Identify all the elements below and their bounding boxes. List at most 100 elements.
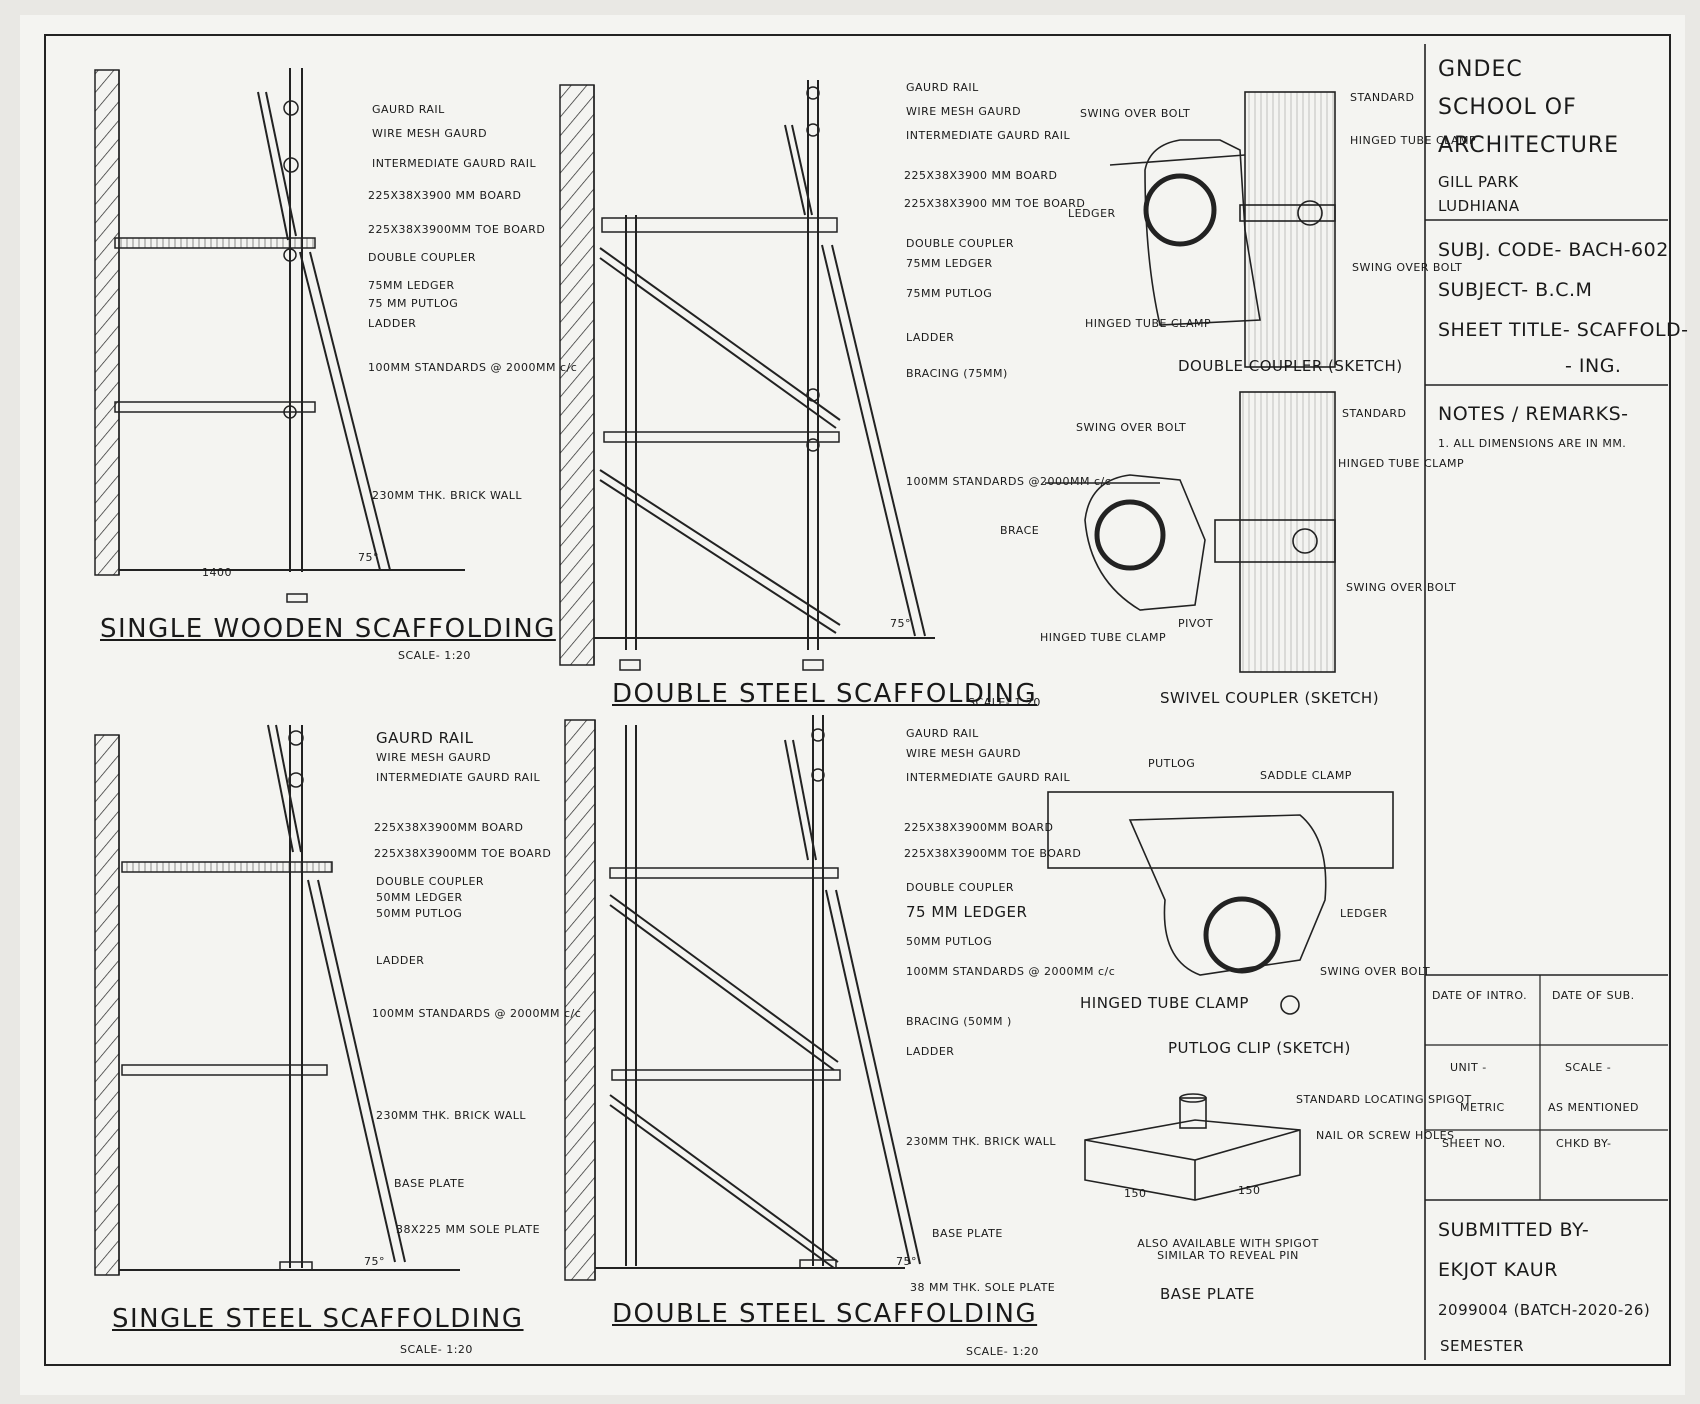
label-standards: 100MM STANDARDS @ 2000MM c/c [372, 1007, 582, 1020]
dim-150-a: 150 [1124, 1187, 1147, 1200]
date-sub: DATE OF SUB. [1552, 989, 1635, 1002]
semester: SEMESTER [1440, 1337, 1525, 1355]
label-double-coupler: DOUBLE COUPLER [368, 251, 477, 264]
title-single-wooden: SINGLE WOODEN SCAFFOLDING [100, 614, 556, 644]
subject: SUBJECT- B.C.M [1438, 279, 1593, 301]
label-bracing: BRACING (75MM) [906, 367, 1008, 380]
label-standards: 100MM STANDARDS @ 2000MM c/c [368, 361, 578, 374]
label-guard-rail: GAURD RAIL [376, 729, 474, 747]
label-base-plate: BASE PLATE [932, 1227, 1003, 1240]
title-swivel-coupler: SWIVEL COUPLER (SKETCH) [1160, 689, 1380, 707]
label-nail-holes: NAIL OR SCREW HOLES [1316, 1129, 1455, 1142]
title-double-steel-bottom: DOUBLE STEEL SCAFFOLDING [612, 1299, 1038, 1329]
label-ladder: LADDER [906, 331, 955, 344]
label-toe-board: 225X38X3900MM TOE BOARD [368, 223, 546, 236]
label-wire-mesh: WIRE MESH GAURD [372, 127, 488, 140]
double-steel-scaffolding-bottom-drawing [564, 715, 921, 1281]
putlog-clip-sketch [1047, 791, 1394, 1015]
label-putlog: 75MM PUTLOG [906, 287, 993, 300]
label-bracing: BRACING (50MM ) [906, 1015, 1012, 1028]
dim-150-b: 150 [1238, 1184, 1261, 1197]
label-brick-wall: 230MM THK. BRICK WALL [372, 489, 523, 502]
label-hinged-tube-clamp-2: HINGED TUBE CLAMP [1040, 631, 1167, 644]
note-1: 1. ALL DIMENSIONS ARE IN MM. [1438, 437, 1627, 450]
label-intermediate-rail: INTERMEDIATE GAURD RAIL [372, 157, 537, 170]
label-ledger: 50MM LEDGER [376, 891, 463, 904]
label-board: 225X38X3900 MM BOARD [368, 189, 522, 202]
unit-value: METRIC [1460, 1101, 1505, 1114]
label-swing-over-bolt-2: SWING OVER BOLT [1346, 581, 1457, 594]
label-putlog: 50MM PUTLOG [906, 935, 993, 948]
label-toe-board: 225X38X3900 MM TOE BOARD [904, 197, 1086, 210]
label-locating-spigot: STANDARD LOCATING SPIGOT [1296, 1093, 1472, 1106]
address-line-1: GILL PARK [1438, 173, 1519, 191]
label-guard-rail: GAURD RAIL [372, 103, 445, 116]
label-hinged-tube-clamp: HINGED TUBE CLAMP [1338, 457, 1465, 470]
angle-75: 75° [364, 1255, 385, 1268]
label-ledger: LEDGER [1068, 207, 1116, 220]
label-putlog: 50MM PUTLOG [376, 907, 463, 920]
label-board: 225X38X3900MM BOARD [374, 821, 524, 834]
label-wire-mesh: WIRE MESH GAURD [906, 105, 1022, 118]
scale-double-steel-bottom: SCALE- 1:20 [966, 1345, 1039, 1358]
label-ledger: 75MM LEDGER [368, 279, 455, 292]
title-double-coupler: DOUBLE COUPLER (SKETCH) [1178, 357, 1403, 375]
label-wire-mesh: WIRE MESH GAURD [376, 751, 492, 764]
institute-name: GNDEC [1438, 57, 1523, 82]
label-double-coupler: DOUBLE COUPLER [906, 237, 1015, 250]
label-double-coupler: DOUBLE COUPLER [906, 881, 1015, 894]
sheet-no: SHEET NO. [1442, 1137, 1506, 1150]
date-intro: DATE OF INTRO. [1432, 989, 1528, 1002]
label-hinged-tube-clamp: HINGED TUBE CLAMP [1080, 994, 1249, 1012]
double-coupler-sketch [1109, 91, 1336, 368]
sheet-title: SHEET TITLE- SCAFFOLD- [1438, 319, 1689, 341]
subject-code: SUBJ. CODE- BACH-602 [1438, 239, 1669, 261]
label-hinged-tube-clamp-2: HINGED TUBE CLAMP [1085, 317, 1212, 330]
base-plate-sketch [1084, 1093, 1301, 1201]
single-wooden-scaffolding-drawing [94, 68, 465, 603]
label-brick-wall: 230MM THK. BRICK WALL [376, 1109, 527, 1122]
scale-single-steel: SCALE- 1:20 [400, 1343, 473, 1356]
title-double-steel-top: DOUBLE STEEL SCAFFOLDING [612, 679, 1038, 709]
label-standard: STANDARD [1342, 407, 1407, 420]
swivel-coupler-sketch [1045, 391, 1336, 673]
sheet-title-2: - ING. [1565, 355, 1622, 377]
label-board: 225X38X3900MM BOARD [904, 821, 1054, 834]
dim-1400: 1400 [202, 566, 232, 579]
label-swing-over-bolt: SWING OVER BOLT [1076, 421, 1187, 434]
label-swing-over-bolt: SWING OVER BOLT [1320, 965, 1431, 978]
single-steel-scaffolding-drawing [94, 724, 460, 1276]
label-putlog: 75 MM PUTLOG [368, 297, 459, 310]
label-sole-plate: 38 MM THK. SOLE PLATE [910, 1281, 1056, 1294]
label-base-plate: BASE PLATE [394, 1177, 465, 1190]
label-putlog: PUTLOG [1148, 757, 1196, 770]
school-name: SCHOOL OF [1438, 95, 1577, 120]
angle-75: 75° [890, 617, 911, 630]
unit-label: UNIT - [1450, 1061, 1487, 1074]
title-putlog-clip: PUTLOG CLIP (SKETCH) [1168, 1039, 1351, 1057]
label-ledger: 75MM LEDGER [906, 257, 993, 270]
notes-title: NOTES / REMARKS- [1438, 403, 1629, 425]
label-ledger: LEDGER [1340, 907, 1388, 920]
label-wire-mesh: WIRE MESH GAURD [906, 747, 1022, 760]
scale-single-wooden: SCALE- 1:20 [398, 649, 471, 662]
label-standard: STANDARD [1350, 91, 1415, 104]
label-intermediate-rail: INTERMEDIATE GAURD RAIL [906, 129, 1071, 142]
double-steel-scaffolding-top-drawing [559, 80, 935, 671]
base-plate-note: ALSO AVAILABLE WITH SPIGOT SIMILAR TO RE… [1137, 1237, 1319, 1263]
label-toe-board: 225X38X3900MM TOE BOARD [904, 847, 1082, 860]
label-brace: BRACE [1000, 524, 1040, 537]
label-standards: 100MM STANDARDS @2000MM c/c [906, 475, 1112, 488]
label-intermediate-rail: INTERMEDIATE GAURD RAIL [906, 771, 1071, 784]
address-line-2: LUDHIANA [1438, 197, 1520, 215]
label-intermediate-rail: INTERMEDIATE GAURD RAIL [376, 771, 541, 784]
label-ledger: 75 MM LEDGER [906, 903, 1028, 921]
student-name: EKJOT KAUR [1438, 1259, 1558, 1281]
label-standards: 100MM STANDARDS @ 2000MM c/c [906, 965, 1116, 978]
roll-number: 2099004 (BATCH-2020-26) [1438, 1301, 1651, 1319]
label-board: 225X38X3900 MM BOARD [904, 169, 1058, 182]
angle-75: 75° [896, 1255, 917, 1268]
chkd-by: CHKD BY- [1556, 1137, 1612, 1150]
label-double-coupler: DOUBLE COUPLER [376, 875, 485, 888]
